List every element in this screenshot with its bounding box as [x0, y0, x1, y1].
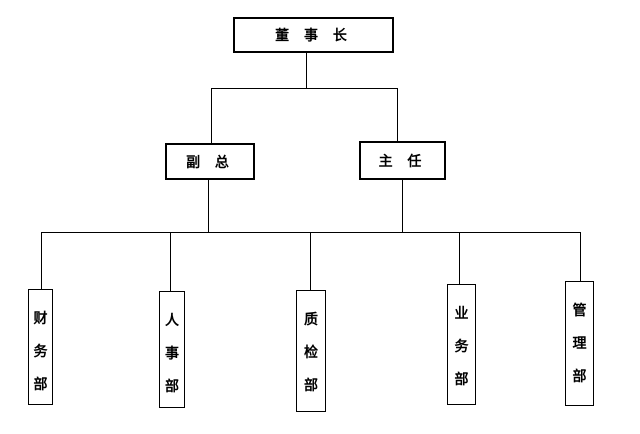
connector-deputy-stem	[208, 180, 209, 232]
dept-management-label: 管理部	[572, 303, 587, 385]
director-label: 主 任	[378, 153, 427, 170]
connector-hr-drop	[170, 232, 171, 291]
connector-quality-drop	[310, 232, 311, 290]
connector-director-stem	[402, 180, 403, 232]
connector-director-drop	[397, 88, 398, 141]
dept-finance-label: 财务部	[33, 311, 48, 393]
node-dept-hr: 人事部	[159, 291, 185, 408]
node-deputy-general: 副 总	[165, 143, 255, 180]
connector-chairman-stem	[306, 53, 307, 88]
connector-business-drop	[459, 232, 460, 284]
dept-business-label: 业务部	[454, 306, 469, 388]
chairman-label: 董 事 长	[275, 28, 352, 44]
node-director: 主 任	[359, 141, 446, 180]
node-dept-finance: 财务部	[28, 289, 53, 405]
connector-level2-bar	[211, 88, 398, 89]
node-dept-business: 业务部	[447, 284, 476, 405]
dept-quality-label: 质检部	[304, 312, 318, 394]
node-dept-management: 管理部	[565, 281, 594, 406]
dept-hr-label: 人事部	[165, 313, 179, 395]
connector-finance-drop	[41, 232, 42, 289]
node-chairman: 董 事 长	[233, 17, 394, 53]
deputy-general-label: 副 总	[186, 154, 234, 171]
node-dept-quality: 质检部	[296, 290, 326, 412]
connector-management-drop	[580, 232, 581, 281]
connector-deputy-drop	[211, 88, 212, 143]
connector-departments-bus	[41, 232, 581, 233]
